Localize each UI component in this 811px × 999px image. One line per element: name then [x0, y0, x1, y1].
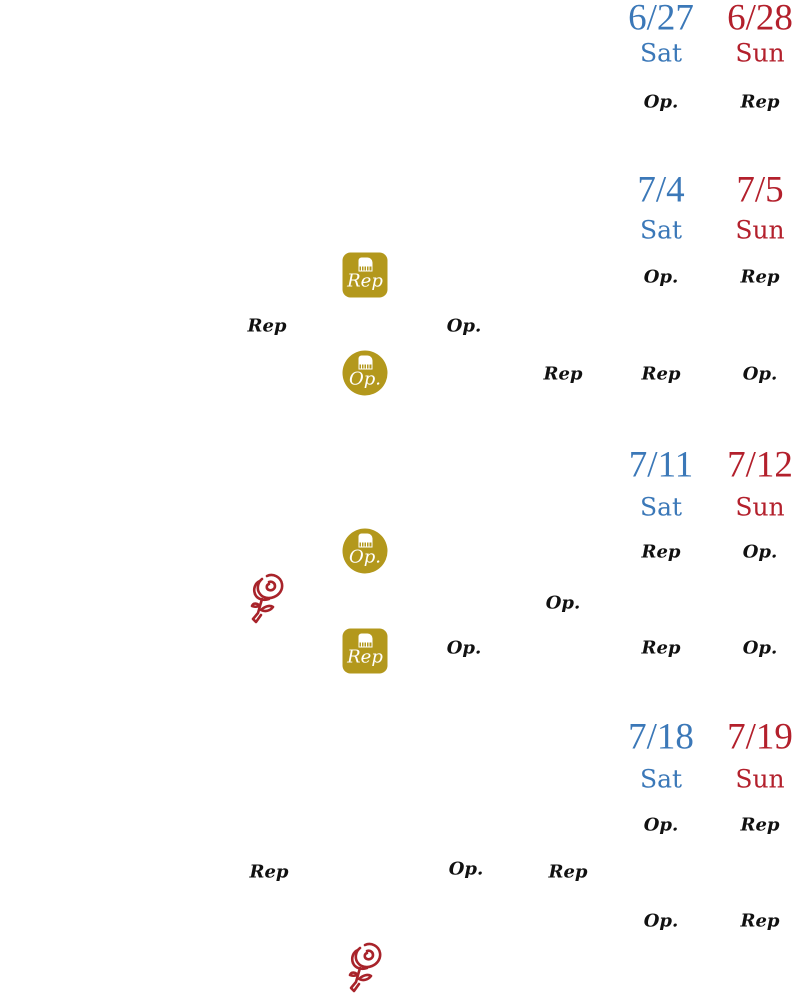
- piano-icon: [358, 355, 372, 370]
- day-label-sat: Sat: [639, 764, 683, 794]
- schedule-entry[interactable]: Rep: [641, 637, 681, 659]
- schedule-entry[interactable]: Op.: [742, 637, 778, 659]
- schedule-entry[interactable]: Rep: [740, 91, 780, 113]
- piano-icon: [358, 633, 372, 648]
- schedule-entry[interactable]: Op.: [742, 541, 778, 563]
- date-sun: 7/5: [736, 169, 784, 211]
- rose-icon[interactable]: [247, 572, 287, 630]
- schedule-entry[interactable]: Rep: [740, 814, 780, 836]
- day-label-sun: Sun: [735, 38, 785, 68]
- date-sat: 6/27: [628, 0, 694, 39]
- schedule-entry[interactable]: Op.: [742, 363, 778, 385]
- date-sun: 7/19: [727, 716, 793, 758]
- schedule-entry[interactable]: Rep: [641, 363, 681, 385]
- schedule-entry[interactable]: Rep: [247, 315, 287, 337]
- piano-op-icon[interactable]: Op.: [342, 350, 388, 396]
- day-label-sat: Sat: [639, 492, 683, 522]
- day-label-sat: Sat: [639, 215, 683, 245]
- day-label-sun: Sun: [735, 215, 785, 245]
- schedule-entry[interactable]: Op.: [545, 592, 581, 614]
- piano-icon: [358, 257, 372, 272]
- schedule-entry[interactable]: Rep: [543, 363, 583, 385]
- date-sat: 7/4: [637, 169, 685, 211]
- schedule-entry[interactable]: Op.: [643, 91, 679, 113]
- day-label-sun: Sun: [735, 764, 785, 794]
- piano-rep-icon[interactable]: Rep: [342, 628, 388, 674]
- schedule-entry[interactable]: Rep: [740, 910, 780, 932]
- date-sun: 6/28: [727, 0, 793, 39]
- schedule-entry[interactable]: Op.: [643, 814, 679, 836]
- schedule-entry[interactable]: Rep: [641, 541, 681, 563]
- rose-icon[interactable]: [345, 941, 385, 999]
- schedule-entry[interactable]: Op.: [446, 637, 482, 659]
- schedule-entry[interactable]: Op.: [643, 266, 679, 288]
- schedule-entry[interactable]: Op.: [446, 315, 482, 337]
- day-label-sat: Sat: [639, 38, 683, 68]
- piano-op-icon[interactable]: Op.: [342, 528, 388, 574]
- schedule-entry[interactable]: Rep: [548, 861, 588, 883]
- piano-rep-icon[interactable]: Rep: [342, 252, 388, 298]
- date-sun: 7/12: [727, 444, 793, 486]
- day-label-sun: Sun: [735, 492, 785, 522]
- piano-icon: [358, 533, 372, 548]
- schedule-entry[interactable]: Op.: [448, 858, 484, 880]
- date-sat: 7/11: [628, 444, 694, 486]
- schedule-entry[interactable]: Rep: [249, 861, 289, 883]
- schedule-entry[interactable]: Op.: [643, 910, 679, 932]
- date-sat: 7/18: [628, 716, 694, 758]
- schedule-entry[interactable]: Rep: [740, 266, 780, 288]
